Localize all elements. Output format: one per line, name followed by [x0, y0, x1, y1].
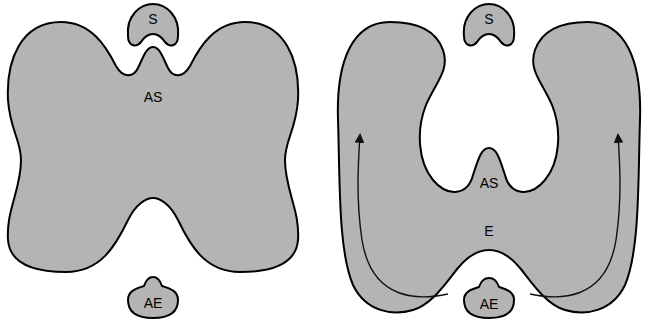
growth-arrow	[530, 135, 620, 297]
part-label: AS	[480, 176, 499, 191]
part-label: S	[148, 12, 157, 27]
base-shape-path	[464, 278, 514, 318]
base-shape-path	[128, 277, 178, 318]
lobed-body-path	[8, 22, 298, 272]
crescent-shape: S	[456, 0, 522, 52]
lobed-body: AS	[0, 14, 306, 278]
part-label: S	[484, 12, 493, 27]
lobed-body-path	[338, 22, 640, 312]
crescent-shape-path	[128, 4, 178, 45]
crescent-shape: S	[120, 0, 186, 52]
lobed-body-outline	[332, 14, 646, 320]
lobed-body-outline	[0, 14, 306, 278]
base-shape: AE	[122, 272, 184, 322]
part-label: AE	[480, 297, 499, 312]
base-shape: AE	[458, 272, 520, 322]
growth-arrow	[358, 135, 448, 297]
part-label: E	[484, 224, 493, 239]
lobed-body: AS E	[332, 14, 646, 320]
part-label: AS	[144, 90, 163, 105]
part-label: AE	[144, 296, 163, 311]
crescent-shape-path	[464, 4, 514, 45]
